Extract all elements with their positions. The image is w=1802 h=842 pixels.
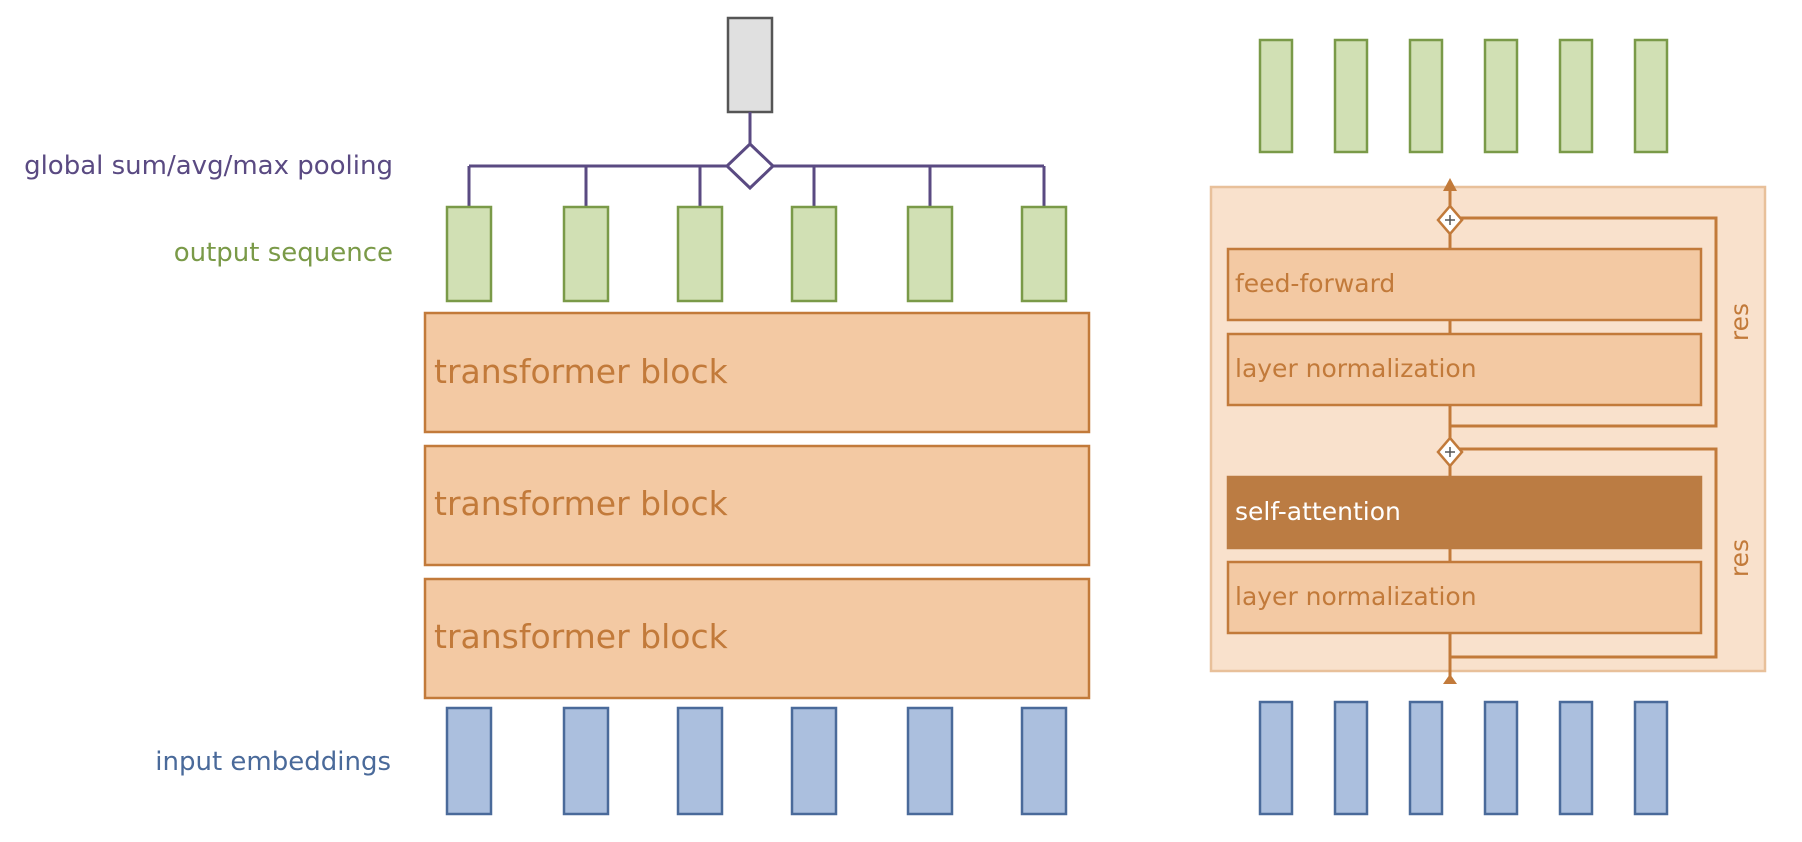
input-token [1633, 700, 1669, 816]
layer-normalization-top [1226, 332, 1703, 407]
detail-input-embeddings [1258, 700, 1669, 816]
input-token [906, 706, 954, 816]
input-arrow-icon [1443, 674, 1457, 684]
feed-forward-label: feed-forward [1235, 269, 1395, 298]
input-token [1483, 700, 1519, 816]
output-sequence-label: output sequence [174, 238, 393, 268]
input-embeddings-label: input embeddings [155, 747, 391, 777]
input-token [1258, 700, 1294, 816]
output-token [1483, 38, 1519, 154]
output-token [1333, 38, 1369, 154]
feed-forward-layer [1226, 247, 1703, 322]
input-token [562, 706, 610, 816]
diamond-pool-icon [724, 141, 776, 191]
input-token [1020, 706, 1068, 816]
residual-add-bottom [1436, 436, 1464, 468]
transformer-block-label: transformer block [434, 617, 729, 656]
transformer-block [423, 444, 1091, 567]
input-token [790, 706, 838, 816]
input-token [445, 706, 493, 816]
output-token [1633, 38, 1669, 154]
transformer-block [423, 311, 1091, 434]
output-token [562, 205, 610, 303]
output-arrow-icon [1443, 178, 1457, 191]
transformer-block-label: transformer block [434, 484, 729, 523]
layer-normalization-bottom [1226, 560, 1703, 635]
residual-add-top [1436, 204, 1464, 236]
pooling-label: global sum/avg/max pooling [24, 151, 393, 181]
output-sequence [445, 205, 1068, 303]
layer-normalization-label: layer normalization [1235, 582, 1477, 611]
layer-normalization-label: layer normalization [1235, 354, 1477, 383]
output-token [906, 205, 954, 303]
input-token [676, 706, 724, 816]
output-token [1408, 38, 1444, 154]
input-token [1558, 700, 1594, 816]
residual-label-top: res [1725, 303, 1754, 341]
output-token [1020, 205, 1068, 303]
transformer-block [423, 577, 1091, 700]
transformer-block-label: transformer block [434, 352, 729, 391]
self-attention-label: self-attention [1235, 497, 1401, 526]
input-embeddings [445, 706, 1068, 816]
detail-output-sequence [1258, 38, 1669, 154]
residual-label-bottom: res [1725, 539, 1754, 577]
output-token [1558, 38, 1594, 154]
output-token [445, 205, 493, 303]
input-token [1408, 700, 1444, 816]
pooled-output-vector [726, 16, 774, 114]
output-token [790, 205, 838, 303]
input-token [1333, 700, 1369, 816]
self-attention-layer [1226, 475, 1703, 550]
output-token [1258, 38, 1294, 154]
output-token [676, 205, 724, 303]
